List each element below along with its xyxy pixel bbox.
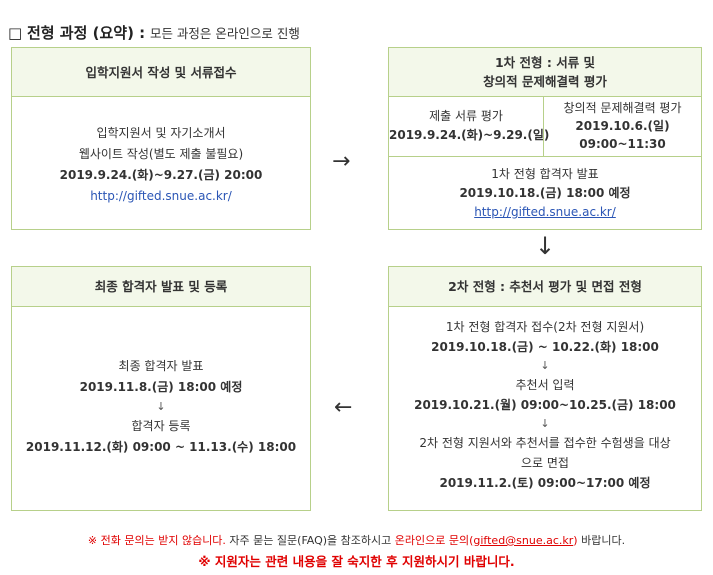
notice-online: 온라인으로 문의( [394,534,474,547]
step1-line2: 웹사이트 작성(별도 제출 불필요) [78,147,244,161]
step2-right-label: 창의적 문제해결력 평가 [563,101,682,115]
arrow-right: → [332,149,351,174]
step3-line3a: 2차 전형 지원서와 추천서를 접수한 수험생을 대상 [419,436,671,450]
notice-faq: 자주 묻는 질문(FAQ)을 참조하시고 [225,534,395,547]
step2-right-date: 2019.10.6.(일) [575,119,670,133]
title-bullet: □ [8,24,23,42]
step2-left-cell: 제출 서류 평가 2019.9.24.(화)~9.29.(일) [389,97,550,156]
arrow-down: ↓ [535,232,556,260]
step2-title-line2: 창의적 문제해결력 평가 [483,74,607,89]
step1-date: 2019.9.24.(화)~9.27.(금) 20:00 [59,168,263,182]
notice-email-link[interactable]: gifted@snue.ac.kr [473,534,574,547]
step2-title: 1차 전형 : 서류 및 창의적 문제해결력 평가 [389,48,701,97]
title-subtitle: 모든 과정은 온라인으로 진행 [149,26,300,41]
notice-read-carefully: ※ 지원자는 관련 내용을 잘 숙지한 후 지원하시기 바랍니다. [198,554,515,569]
step2-url-link[interactable]: http://gifted.snue.ac.kr/ [474,205,616,219]
step3-line1: 1차 전형 합격자 접수(2차 전형 지원서) [445,320,645,334]
step1-url-link[interactable]: http://gifted.snue.ac.kr/ [90,189,232,203]
step1-line1: 입학지원서 및 자기소개서 [96,126,226,140]
notice-end: 바랍니다. [577,534,626,547]
step2-left-date: 2019.9.24.(화)~9.29.(일) [389,128,550,142]
step4-date1: 2019.11.8.(금) 18:00 예정 [79,380,243,394]
step4-line1: 최종 합격자 발표 [118,359,204,373]
step3-line3b: 으로 면접 [521,456,569,470]
step3-title: 2차 전형 : 추천서 평가 및 면접 전형 [389,267,701,307]
step2-top-row: 제출 서류 평가 2019.9.24.(화)~9.29.(일) 창의적 문제해결… [389,97,701,157]
step3-down-arrow-1: ↓ [540,359,550,372]
step4-line2: 합격자 등록 [131,419,191,433]
step2-left-label: 제출 서류 평가 [429,109,503,123]
step3-date3: 2019.11.2.(토) 09:00~17:00 예정 [439,476,651,490]
step2-result-date: 2019.10.18.(금) 18:00 예정 [459,186,631,200]
step2-title-line1: 1차 전형 : 서류 및 [494,55,596,70]
title-text: 전형 과정 (요약) : [26,24,146,42]
step3-date1: 2019.10.18.(금) ~ 10.22.(화) 18:00 [431,340,659,354]
step2-right-time: 09:00~11:30 [579,137,666,151]
step3-line2: 추천서 입력 [515,378,575,392]
step2-result-label: 1차 전형 합격자 발표 [491,167,599,181]
notice-online-close: ) [573,534,578,547]
page-title: □ 전형 과정 (요약) : 모든 과정은 온라인으로 진행 [8,22,300,43]
notice-contact: ※ 전화 문의는 받지 않습니다. 자주 묻는 질문(FAQ)을 참조하시고 온… [0,532,713,548]
step1-box: 입학지원서 작성 및 서류접수 입학지원서 및 자기소개서 웹사이트 작성(별도… [11,47,311,230]
arrow-left: ← [334,395,353,420]
step1-title: 입학지원서 작성 및 서류접수 [12,48,310,97]
step3-down-arrow-2: ↓ [540,417,550,430]
step4-box: 최종 합격자 발표 및 등록 최종 합격자 발표 2019.11.8.(금) 1… [11,266,311,511]
notice-no-phone: ※ 전화 문의는 받지 않습니다. [87,534,226,547]
step3-box: 2차 전형 : 추천서 평가 및 면접 전형 1차 전형 합격자 접수(2차 전… [388,266,702,511]
step2-box: 1차 전형 : 서류 및 창의적 문제해결력 평가 제출 서류 평가 2019.… [388,47,702,230]
step4-down-arrow: ↓ [156,400,166,413]
step3-date2: 2019.10.21.(월) 09:00~10.25.(금) 18:00 [414,398,676,412]
step4-date2: 2019.11.12.(화) 09:00 ~ 11.13.(수) 18:00 [25,440,297,454]
step2-right-cell: 창의적 문제해결력 평가 2019.10.6.(일) 09:00~11:30 [544,97,701,156]
step4-title: 최종 합격자 발표 및 등록 [12,267,310,307]
